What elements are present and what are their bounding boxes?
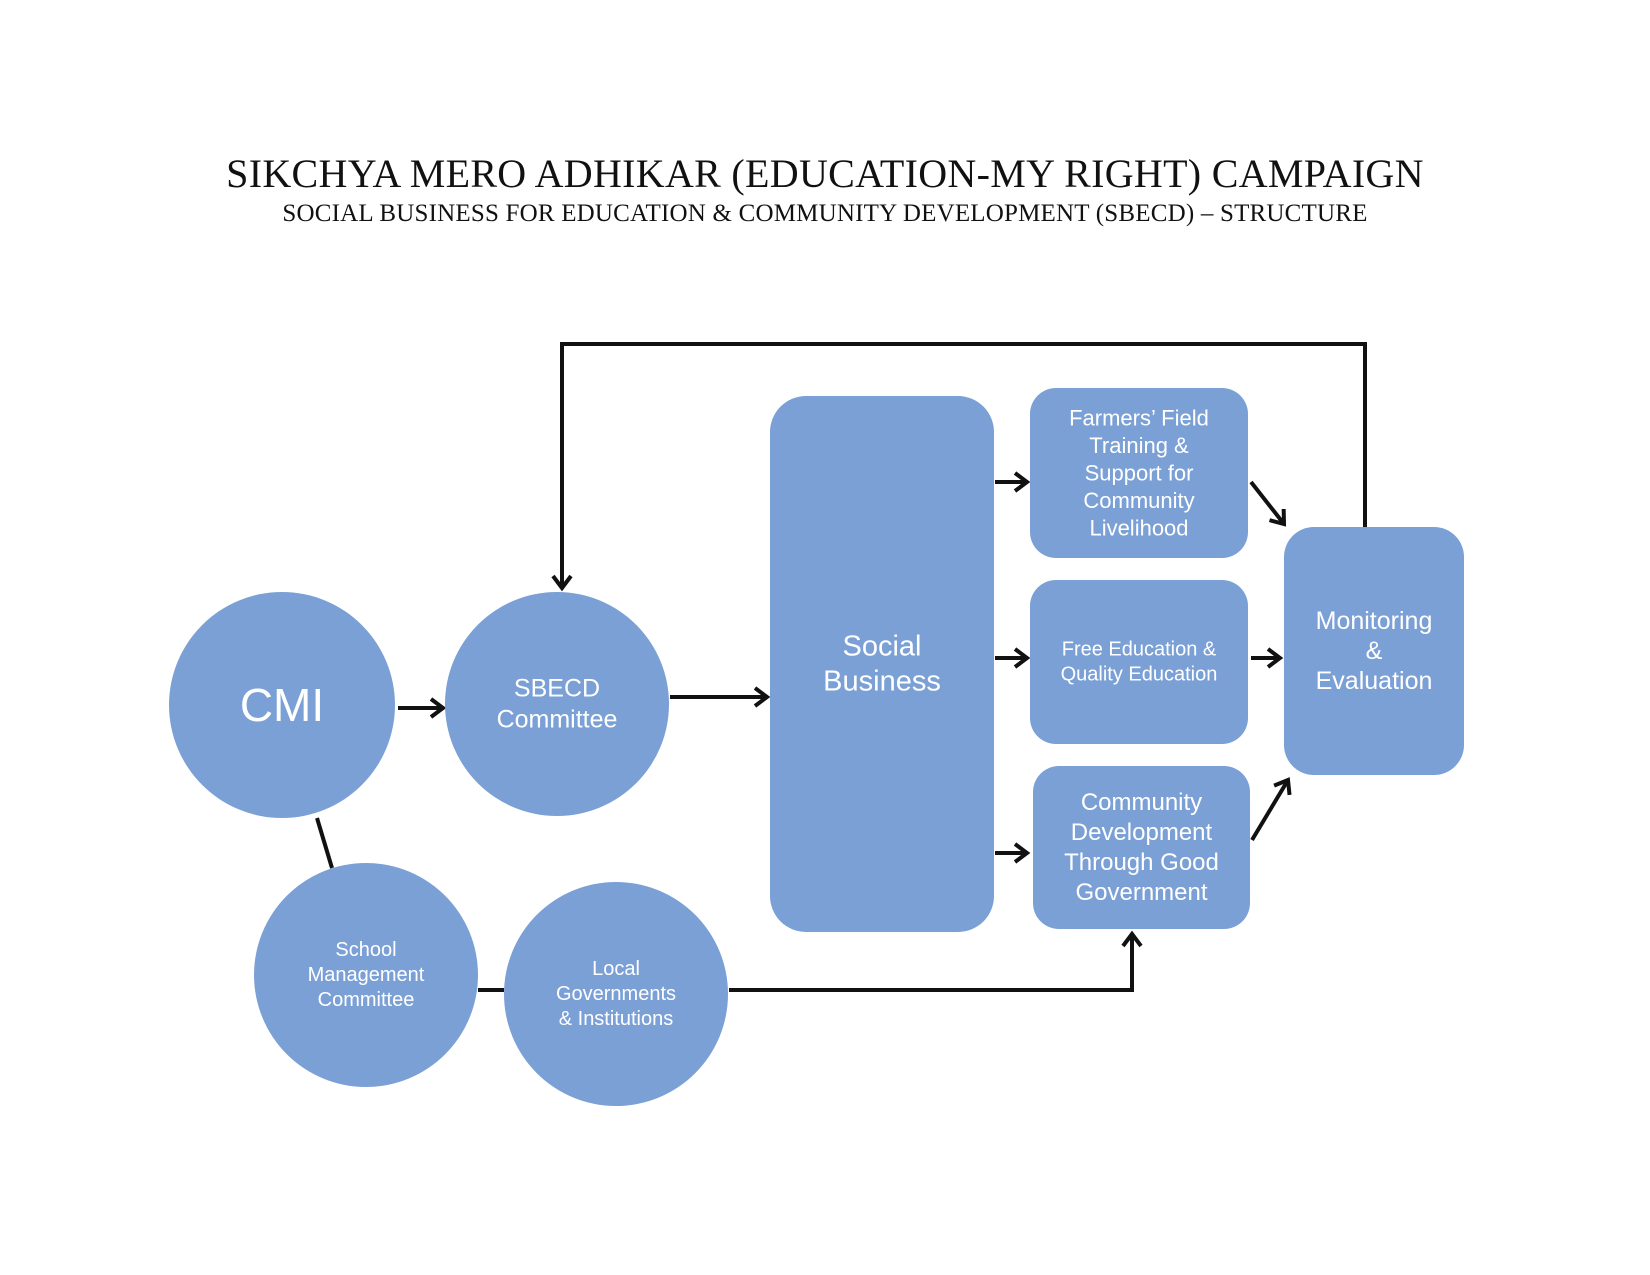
arrowhead bbox=[429, 697, 447, 719]
node-cmi: CMI bbox=[169, 592, 395, 818]
node-label-line: SBECD bbox=[514, 675, 600, 703]
node-shape bbox=[1284, 527, 1464, 775]
header: SIKCHYA MERO ADHIKAR (EDUCATION-MY RIGHT… bbox=[0, 150, 1650, 230]
node-free-education: Free Education & Quality Education bbox=[1030, 580, 1248, 744]
edge-local-gov-to-community-dev bbox=[729, 930, 1143, 992]
connector-line bbox=[560, 342, 1367, 588]
node-label-line: Social bbox=[843, 631, 922, 663]
page-subtitle: SOCIAL BUSINESS FOR EDUCATION & COMMUNIT… bbox=[282, 200, 1368, 227]
node-shape bbox=[445, 592, 669, 816]
connector-line bbox=[315, 817, 334, 869]
node-label-line: Community bbox=[1083, 488, 1194, 513]
arrowhead bbox=[1268, 508, 1287, 527]
node-label-line: Government bbox=[1075, 879, 1207, 906]
edge-cmi-to-school-mgmt bbox=[315, 817, 334, 869]
node-shape bbox=[1030, 580, 1248, 744]
node-label-line: Monitoring bbox=[1316, 607, 1433, 635]
node-shape bbox=[504, 882, 728, 1106]
edge-sbecd-to-social-business bbox=[670, 686, 771, 708]
node-label-line: Business bbox=[823, 666, 941, 698]
node-label-line: Evaluation bbox=[1316, 667, 1433, 695]
node-label-line: & bbox=[1366, 637, 1383, 665]
node-label-line: Free Education & bbox=[1062, 639, 1217, 661]
node-label-line: Farmers’ Field bbox=[1069, 406, 1209, 431]
node-label-line: CMI bbox=[240, 679, 324, 731]
node-label-line: Support for bbox=[1085, 461, 1194, 486]
node-label-line: Governments bbox=[556, 983, 676, 1005]
connector-line bbox=[1250, 778, 1290, 842]
node-shape bbox=[1030, 388, 1248, 558]
node-monitoring: Monitoring&Evaluation bbox=[1284, 527, 1464, 775]
arrowhead bbox=[1121, 930, 1143, 948]
node-label-line: Local bbox=[592, 958, 640, 980]
edge-community-dev-to-monitoring bbox=[1250, 777, 1292, 842]
arrowhead bbox=[1013, 842, 1031, 864]
node-sbecd: SBECD Committee bbox=[445, 592, 669, 816]
node-label-line: Committee bbox=[497, 706, 618, 734]
edge-free-education-to-monitoring bbox=[1251, 647, 1284, 669]
edge-social-business-to-farmers bbox=[995, 471, 1031, 493]
connector-line bbox=[729, 934, 1134, 992]
page-title: SIKCHYA MERO ADHIKAR (EDUCATION-MY RIGHT… bbox=[226, 151, 1424, 196]
edge-social-business-to-free-education bbox=[995, 647, 1031, 669]
node-label-line: Management bbox=[308, 964, 425, 986]
edge-social-business-to-community-dev bbox=[995, 842, 1031, 864]
edge-monitoring-to-sbecd bbox=[551, 342, 1367, 592]
node-shape bbox=[1033, 766, 1250, 929]
arrowhead bbox=[753, 686, 771, 708]
arrowhead bbox=[1013, 647, 1031, 669]
edge-farmers-to-monitoring bbox=[1249, 480, 1287, 527]
node-shape bbox=[770, 396, 994, 932]
node-label-line: School bbox=[335, 939, 396, 961]
edge-cmi-to-sbecd bbox=[398, 697, 447, 719]
node-label-line: & Institutions bbox=[559, 1008, 674, 1030]
arrowhead bbox=[1013, 471, 1031, 493]
node-label-line: Quality Education bbox=[1061, 664, 1218, 686]
arrowhead bbox=[1266, 647, 1284, 669]
node-shape bbox=[169, 592, 395, 818]
arrowhead bbox=[1273, 777, 1292, 796]
edges-layer bbox=[315, 342, 1367, 992]
connector-line bbox=[1249, 480, 1286, 526]
node-label-line: Training & bbox=[1089, 433, 1189, 458]
node-label-line: Livelihood bbox=[1089, 516, 1188, 541]
arrowhead bbox=[551, 574, 573, 592]
node-label-line: Community bbox=[1081, 789, 1202, 816]
node-shape bbox=[254, 863, 478, 1087]
node-label-line: Committee bbox=[318, 989, 415, 1011]
node-label-line: Development bbox=[1071, 819, 1213, 846]
node-label-line: Through Good bbox=[1064, 849, 1219, 876]
